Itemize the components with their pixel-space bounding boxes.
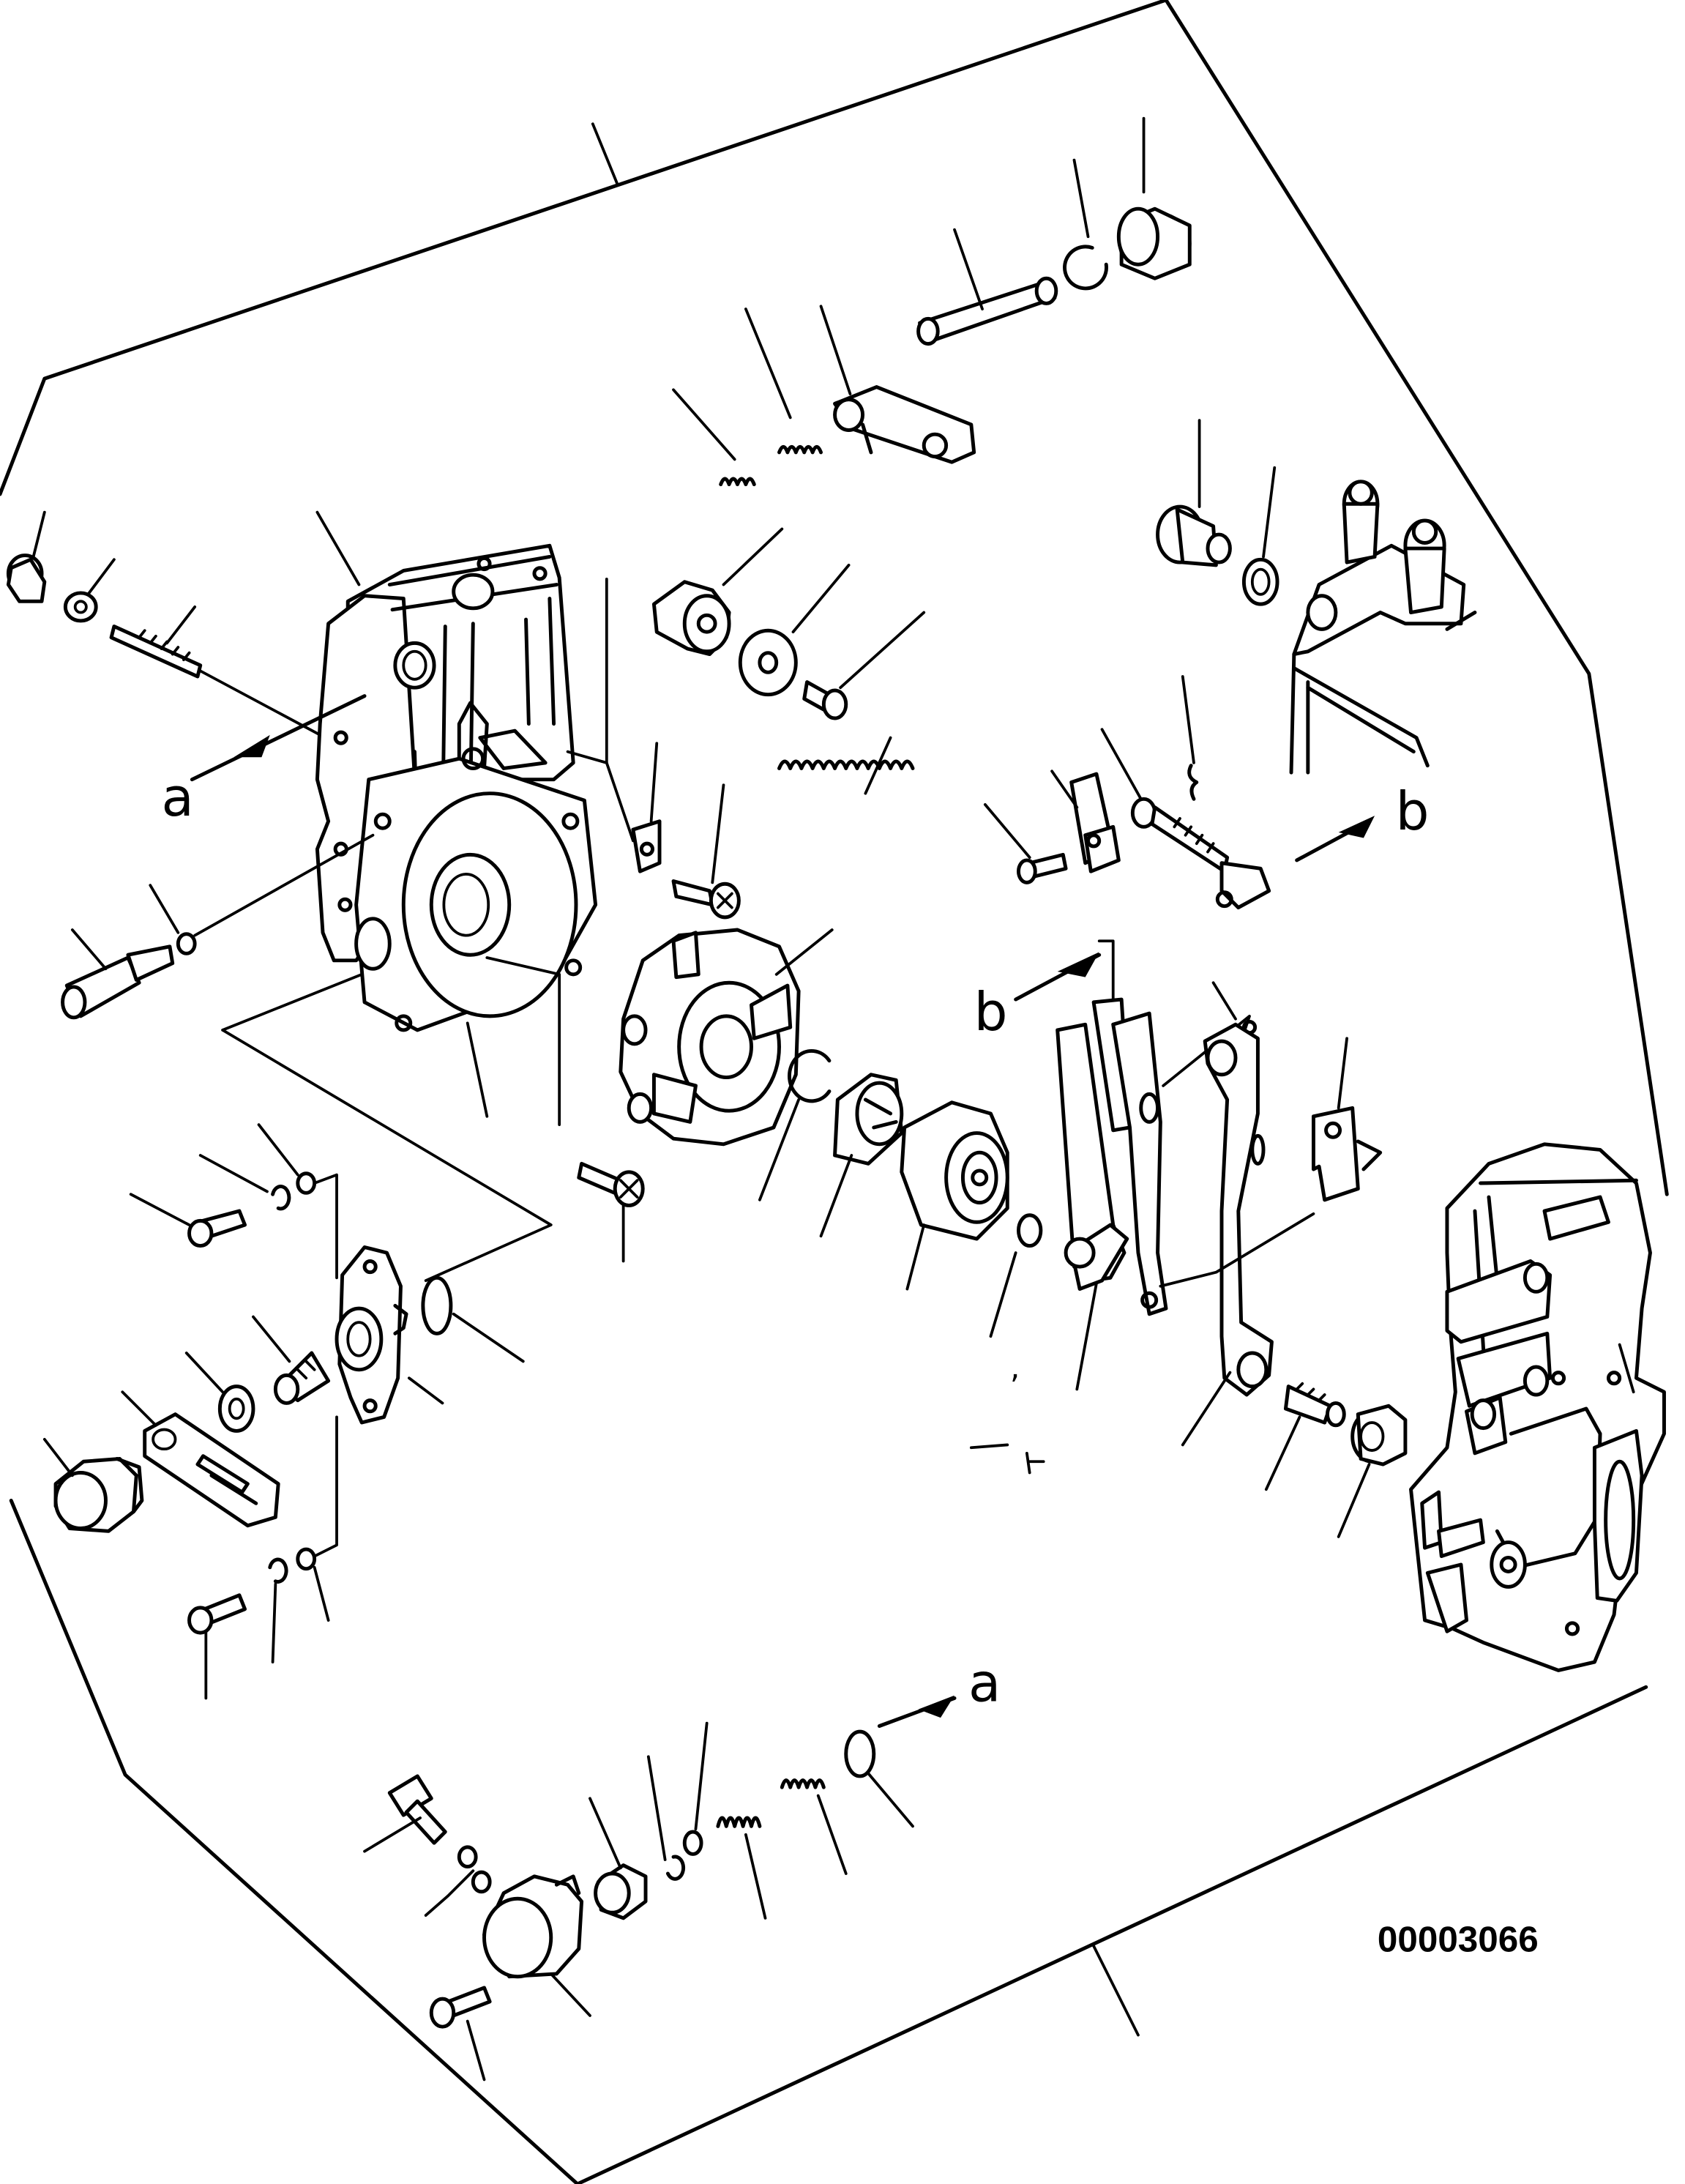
- link-arm-part: [1159, 1022, 1315, 1447]
- block-bracket-part: [1311, 1037, 1383, 1202]
- ref-arrow-b-upper: b: [1295, 781, 1430, 862]
- ref-arrow-a-lower: a: [877, 1652, 1001, 1728]
- spring-small-upper: [744, 308, 823, 455]
- ref-label-b-lower: b: [974, 982, 1008, 1043]
- spring-bottom-large: [716, 1816, 767, 1920]
- plug-part: [651, 527, 784, 657]
- adjust-plug-part: [1156, 419, 1232, 567]
- o-ring-left-part: [149, 833, 375, 955]
- snap-ring-lower-left-1: [198, 1154, 291, 1211]
- washer-bottom-pair: [424, 1845, 492, 1917]
- bolt-bottom-1: [363, 1774, 447, 1853]
- washer-lower-left-2: [184, 1352, 255, 1433]
- washer-center-small: [989, 1213, 1043, 1338]
- spring-small-upper-2: [672, 388, 756, 487]
- c-ring-part: [758, 1049, 832, 1201]
- stud-left-part: [61, 928, 175, 1020]
- washer-lower-left-3: [296, 1415, 338, 1622]
- ref-label-a-upper: a: [162, 767, 194, 829]
- washer-lower-left-1: [257, 1123, 338, 1280]
- small-bracket-right-part: [1050, 769, 1121, 873]
- stray-mark: ,: [1010, 1349, 1020, 1385]
- spring-bottom-small: [780, 1778, 848, 1875]
- screw-lower-housing: [577, 1161, 645, 1263]
- link-plate-part: [1111, 981, 1258, 1316]
- nipple-part: [1264, 1382, 1346, 1491]
- plunger-part: [589, 1797, 648, 1920]
- collar-part: [819, 1073, 904, 1238]
- cap-part: [6, 510, 47, 603]
- washer-bottom-small: [682, 1721, 709, 1856]
- ref-label-b-upper: b: [1396, 781, 1430, 843]
- ref-arrow-a-upper: a: [162, 694, 367, 829]
- pump-head-partial: [1289, 480, 1477, 775]
- boundary-leader-bottom: [1092, 1944, 1140, 2037]
- pin-shaft-part: [916, 228, 1058, 346]
- plug-lower-left: [42, 1437, 144, 1533]
- solenoid-body-part: [482, 1874, 591, 2017]
- washer-center-part: [738, 563, 851, 697]
- drawing-number: 00003066: [1378, 1919, 1539, 1959]
- snap-ring-bottom: [646, 1755, 686, 1881]
- flyweight-holder-part: [619, 928, 834, 1147]
- o-ring-flange-part: [421, 1275, 525, 1363]
- stray-dash: [969, 1443, 1045, 1475]
- screw-small-part: [671, 783, 741, 920]
- screw-bottom-part: [429, 1986, 492, 2081]
- assembly-boundary-lower: [9, 1499, 1648, 2184]
- adjust-screw-right-part: [1100, 728, 1271, 910]
- nipple-lower-left: [252, 1315, 331, 1405]
- ref-label-a-lower: a: [968, 1652, 1001, 1714]
- sleeve-part: [1116, 116, 1192, 280]
- bolt-lower-left-1: [129, 1193, 247, 1248]
- cap-right-part: [1337, 1404, 1408, 1538]
- governor-cover-assy: [1409, 1142, 1666, 1672]
- ref-arrow-b-lower: b: [974, 939, 1115, 1043]
- snap-ring-lower-left-2: [268, 1557, 288, 1663]
- spring-long-part: [777, 736, 915, 795]
- bolt-lower-left-2: [187, 1593, 247, 1700]
- washer-right-upper-part: [1241, 466, 1279, 606]
- shim-plate-part: [121, 1390, 280, 1528]
- boundary-leader-top: [591, 122, 619, 187]
- bearing-sleeve-part: [900, 1100, 1009, 1291]
- bracket-small-part: [566, 578, 662, 873]
- assembly-boundary: [0, 0, 1669, 1196]
- ball-bottom: [844, 1729, 914, 1828]
- governor-housing: [315, 510, 598, 1118]
- screw-center-part: [802, 611, 926, 720]
- snap-ring-part: [1063, 158, 1108, 291]
- nut-part: [63, 558, 116, 623]
- bolt-right-small-part: [983, 802, 1068, 884]
- flange-plate-part: [335, 1245, 444, 1425]
- cotter-pin-part: [1181, 675, 1199, 801]
- lever-part: [819, 305, 976, 464]
